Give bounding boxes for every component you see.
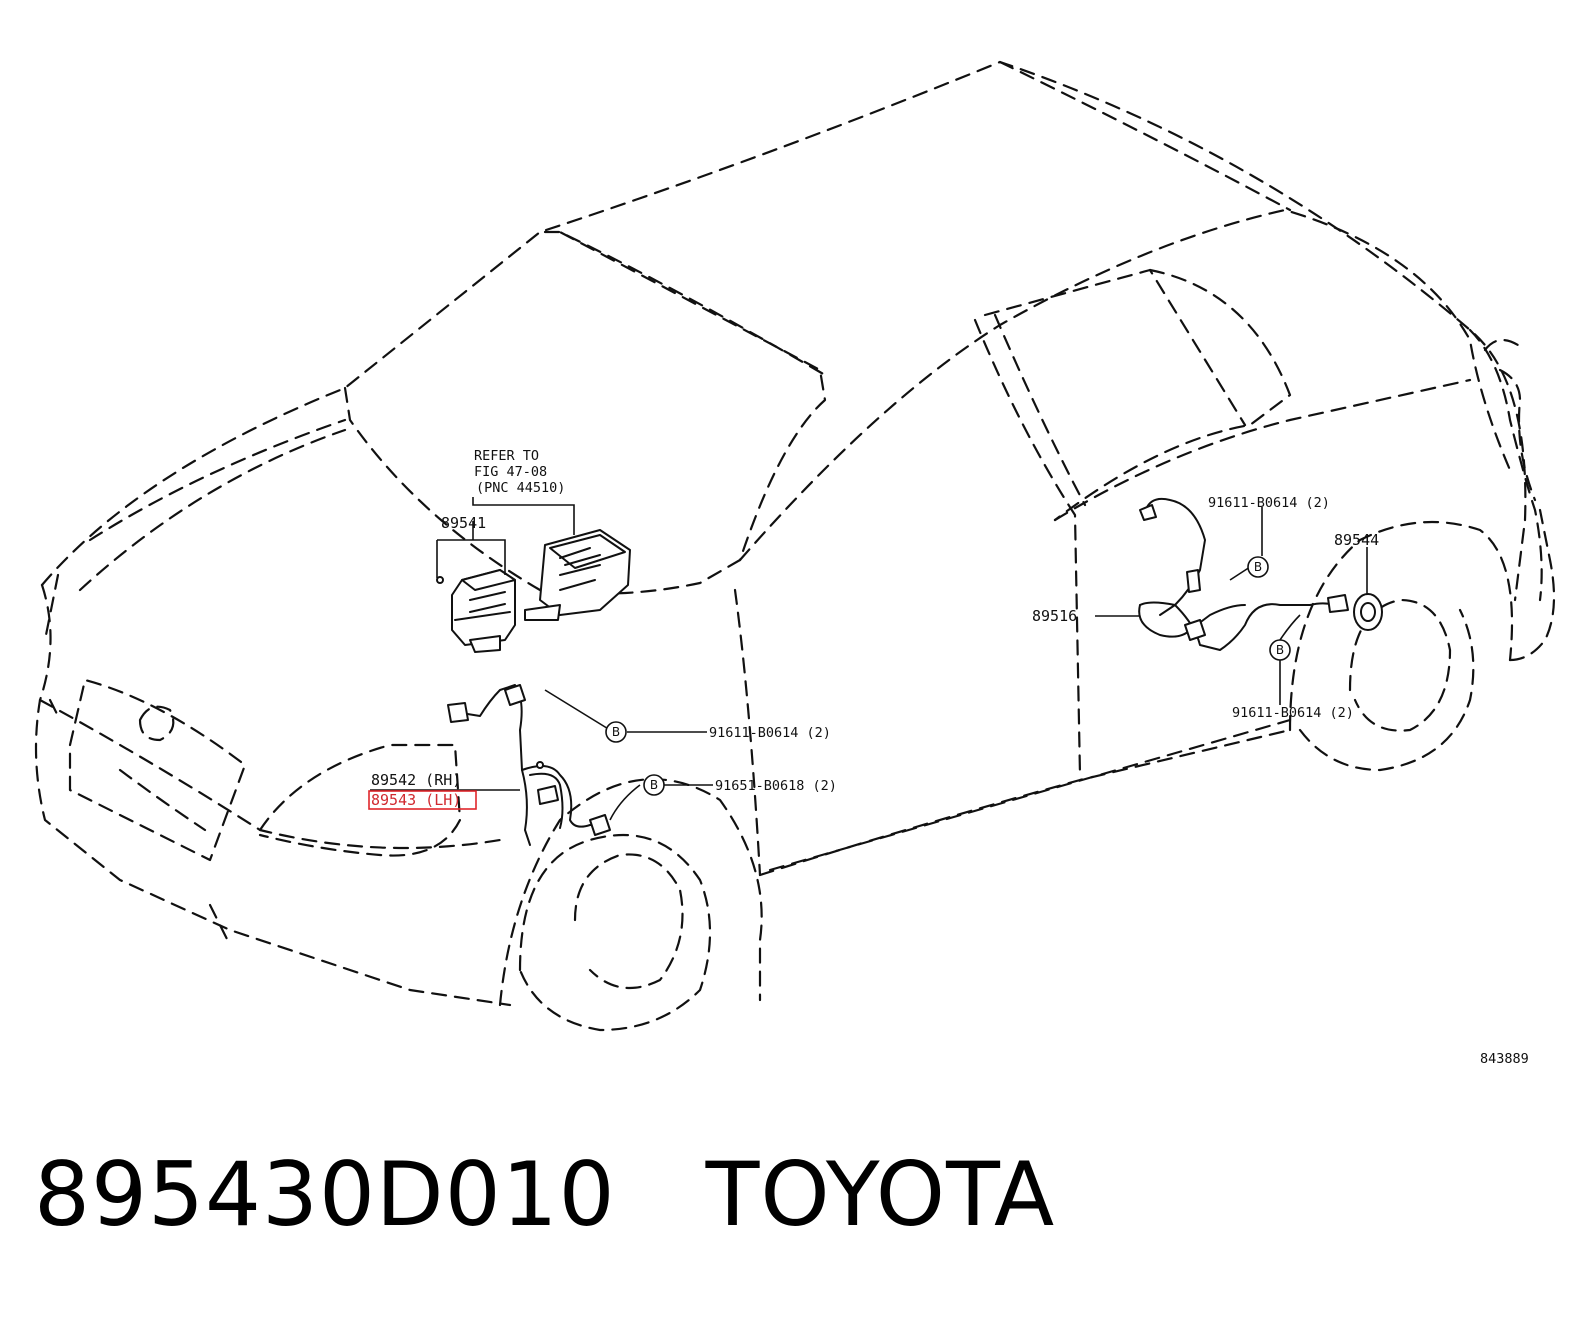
svg-text:B: B (1276, 643, 1284, 657)
brand-name: TOYOTA (705, 1143, 1056, 1246)
rear-sensor-harness (1138, 497, 1383, 651)
label-89544: 89544 (1334, 531, 1379, 549)
abs-actuator (436, 529, 631, 653)
leader-lines (370, 497, 1368, 821)
label-89543-lh: 89543 (LH) (371, 791, 461, 809)
bolt-marker-rear-upper: B (1247, 556, 1269, 578)
refer-text-line2: FIG 47-08 (474, 464, 547, 480)
figure-number: 843889 (1480, 1051, 1529, 1067)
svg-text:B: B (612, 725, 620, 739)
part-number: 895430D010 (34, 1143, 616, 1246)
front-sensor-harness (447, 684, 611, 846)
bolt-marker-front-lower: B (643, 774, 665, 796)
label-89541: 89541 (441, 514, 486, 532)
refer-text-line1: REFER TO (474, 448, 539, 464)
svg-text:B: B (1254, 560, 1262, 574)
caption: 895430D010 TOYOTA (34, 1140, 1055, 1250)
parts-diagram: REFER TO FIG 47-08 (PNC 44510) 89541 895… (34, 60, 1556, 1067)
bolt-marker-front-upper: B (605, 721, 627, 743)
car-outline (34, 60, 1556, 1032)
label-bolt-front-lower: 91651-B0618 (2) (715, 778, 837, 794)
svg-text:B: B (650, 778, 658, 792)
bolt-marker-rear-lower: B (1269, 639, 1291, 661)
label-bolt-rear-upper: 91611-B0614 (2) (1208, 495, 1330, 511)
refer-text-line3: (PNC 44510) (476, 480, 565, 496)
label-bolt-rear-lower: 91611-B0614 (2) (1232, 705, 1354, 721)
label-bolt-front-upper: 91611-B0614 (2) (709, 725, 831, 741)
label-89542-rh: 89542 (RH) (371, 771, 461, 789)
label-89516: 89516 (1032, 607, 1077, 625)
highlight-box (368, 790, 477, 810)
